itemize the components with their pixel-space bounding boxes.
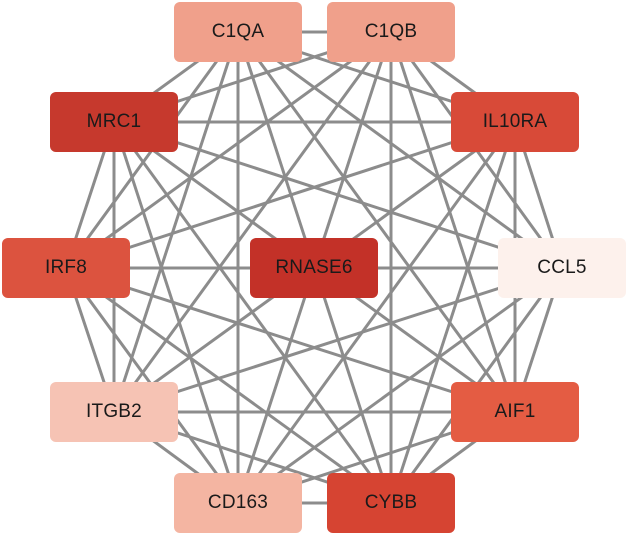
edge-ccl5-itgb2 (113, 266, 563, 414)
edge-ccl5-cd163 (237, 266, 563, 505)
node-label: ITGB2 (86, 401, 142, 422)
node-irf8: IRF8 (2, 238, 130, 298)
node-label: CCL5 (537, 257, 587, 278)
node-cybb: CYBB (327, 473, 455, 533)
edge-il10ra-cd163 (236, 121, 517, 504)
edge-c1qa-itgb2 (112, 31, 240, 413)
edge-irf8-cybb (65, 266, 392, 505)
edge-mrc1-ccl5 (113, 120, 563, 270)
node-label: RNASE6 (275, 257, 353, 278)
node-label: IL10RA (482, 111, 548, 132)
node-rnase6: RNASE6 (250, 238, 378, 298)
node-aif1: AIF1 (451, 382, 579, 442)
edge-c1qa-ccl5 (237, 30, 563, 270)
node-label: CYBB (364, 492, 418, 513)
node-label: IRF8 (45, 257, 87, 278)
node-c1qa: C1QA (174, 2, 302, 62)
node-il10ra: IL10RA (451, 92, 579, 152)
node-ccl5: CCL5 (498, 238, 626, 298)
edge-il10ra-cybb (389, 121, 517, 504)
edge-mrc1-cd163 (112, 121, 240, 504)
node-label: CD163 (207, 492, 269, 513)
node-label: C1QB (364, 21, 418, 42)
node-itgb2: ITGB2 (50, 382, 178, 442)
edge-il10ra-irf8 (65, 120, 516, 270)
node-label: MRC1 (86, 111, 142, 132)
node-label: AIF1 (494, 401, 536, 422)
edge-c1qb-aif1 (389, 31, 517, 413)
node-label: C1QA (211, 21, 265, 42)
node-mrc1: MRC1 (50, 92, 178, 152)
node-c1qb: C1QB (327, 2, 455, 62)
edge-c1qb-irf8 (65, 30, 392, 270)
edge-irf8-aif1 (65, 266, 516, 414)
node-cd163: CD163 (174, 473, 302, 533)
